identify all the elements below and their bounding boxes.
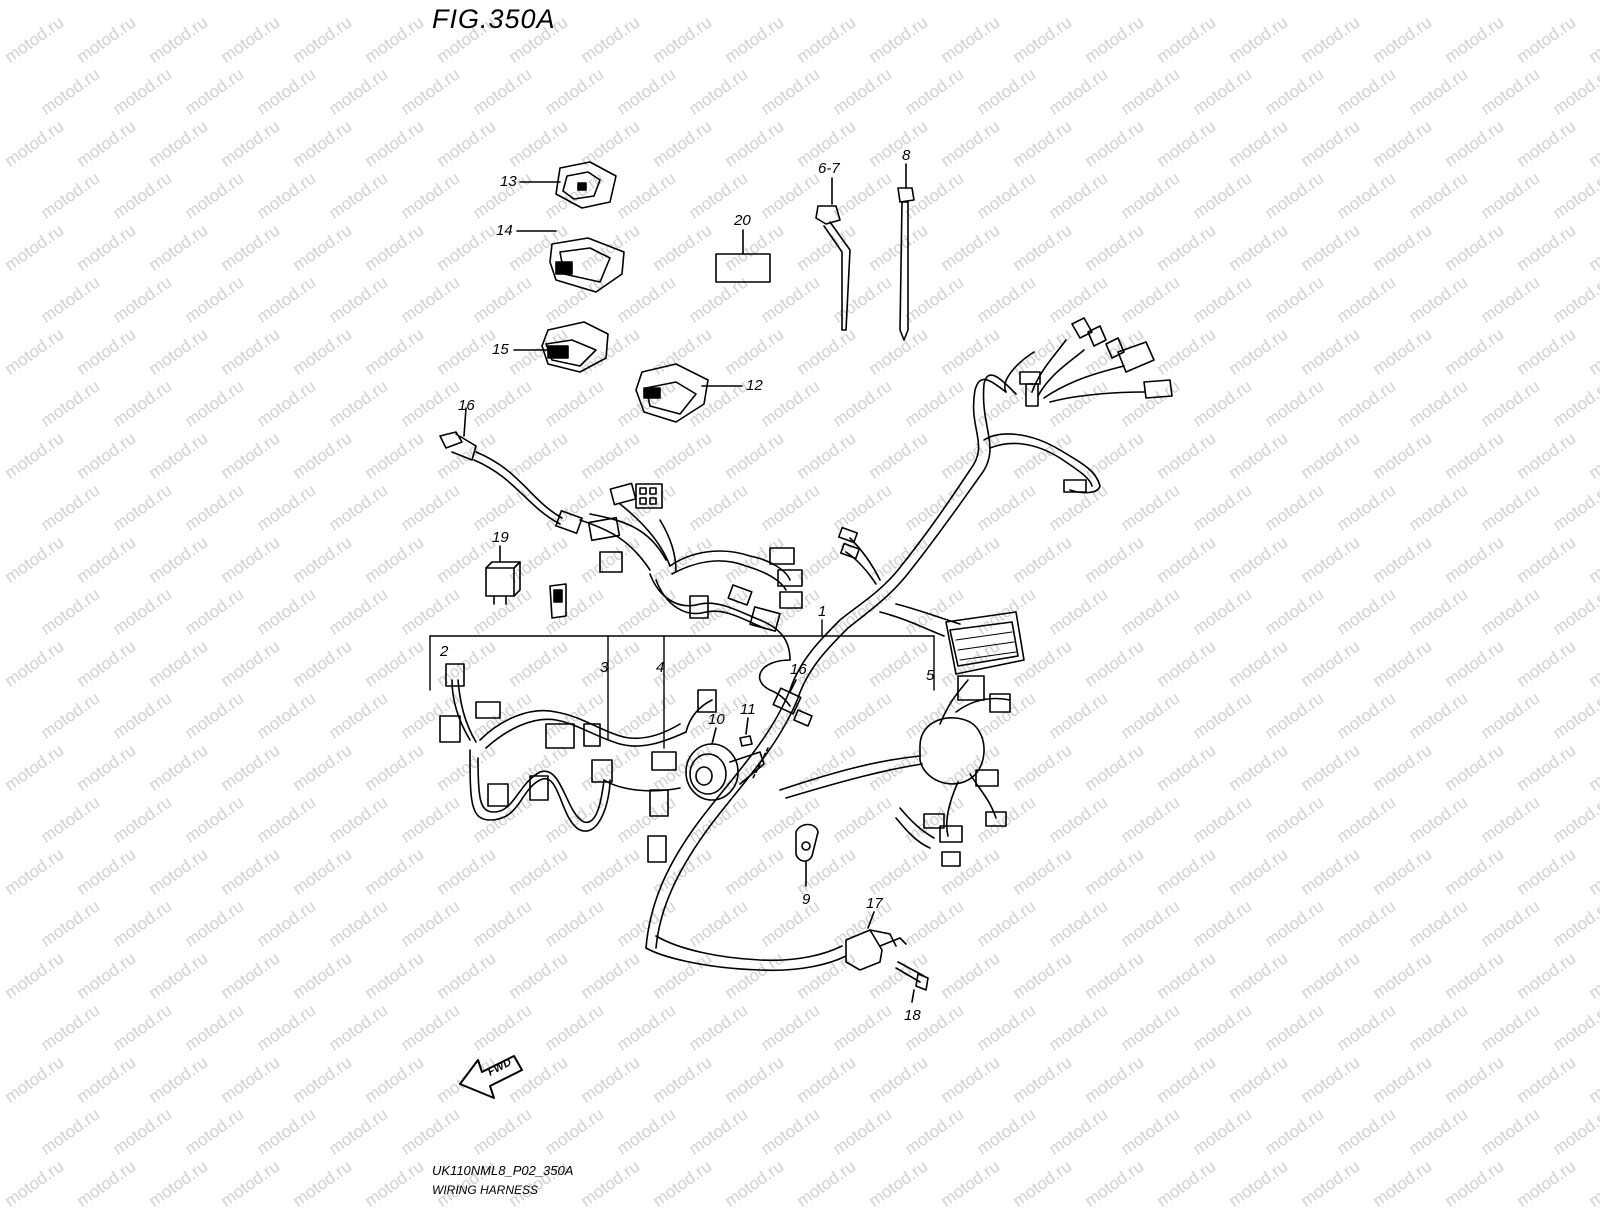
callout-18: 18 <box>904 1007 921 1024</box>
figure-code: UK110NML8_P02_350A <box>432 1163 574 1178</box>
callout-2: 2 <box>440 643 449 660</box>
callout-11: 11 <box>740 701 756 718</box>
sensor-part-16-lower <box>758 659 813 727</box>
main-harness-part-1 <box>645 317 1173 972</box>
relay-part-19 <box>485 545 567 619</box>
connector-cluster-upper <box>579 482 881 661</box>
callout-9: 9 <box>802 891 811 908</box>
figure-title: FIG.350A <box>432 4 556 34</box>
callout-8: 8 <box>902 147 911 164</box>
callout-20: 20 <box>734 212 751 229</box>
bolt-part-11 <box>739 717 769 781</box>
switch-part-13 <box>519 161 617 209</box>
cable-tie-part-8 <box>897 163 915 341</box>
callout-14: 14 <box>496 222 513 239</box>
callout-15: 15 <box>492 341 509 358</box>
callout-bracket-1 <box>429 619 935 749</box>
label-part-20 <box>715 229 771 283</box>
callout-6-7: 6-7 <box>818 160 840 177</box>
sensor-part-16-upper <box>439 407 583 535</box>
horn-part-10 <box>685 727 765 801</box>
figure-caption: WIRING HARNESS <box>432 1183 539 1197</box>
callout-5: 5 <box>926 667 935 684</box>
clamp-part-9 <box>795 823 819 887</box>
callout-4: 4 <box>656 659 665 676</box>
callout-10: 10 <box>708 711 725 728</box>
callout-16b: 16 <box>790 661 807 678</box>
harness-loop-left <box>439 663 717 863</box>
switch-part-14 <box>516 230 625 293</box>
switch-part-15 <box>513 321 609 373</box>
callout-3: 3 <box>600 659 609 676</box>
callout-1: 1 <box>818 603 827 620</box>
switch-part-12 <box>635 363 743 423</box>
callout-17: 17 <box>866 895 883 912</box>
callout-13: 13 <box>500 173 517 190</box>
switch-part-17 <box>845 911 907 971</box>
ecu-connector <box>879 603 1025 675</box>
callout-12: 12 <box>746 377 763 394</box>
fwd-arrow: FWD <box>459 1055 523 1099</box>
cable-tie-part-6-7 <box>815 177 851 331</box>
bolt-part-18 <box>895 961 929 1003</box>
callout-19: 19 <box>492 529 509 546</box>
tube-branch-part-5 <box>779 675 1011 867</box>
callout-16a: 16 <box>458 397 475 414</box>
